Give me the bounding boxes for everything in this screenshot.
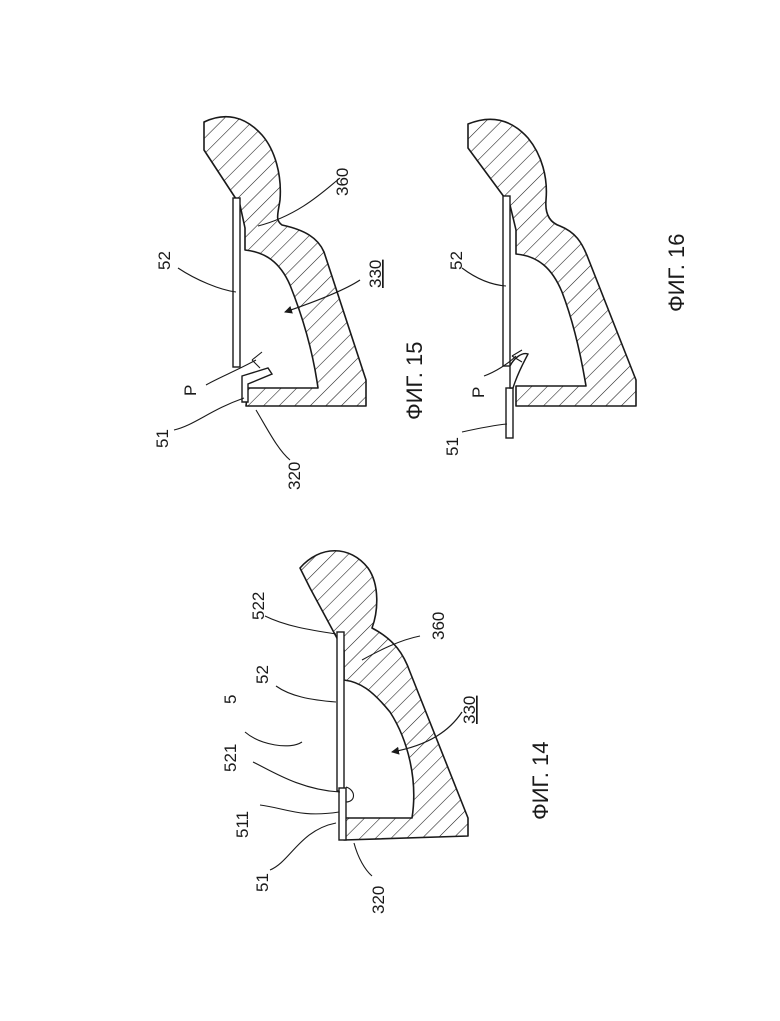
figure-14: 5 521 511 51 52 522 360 330 320 ФИГ. 14: [221, 551, 553, 914]
label-320: 320: [369, 886, 388, 914]
caption-fig-14: ФИГ. 14: [528, 742, 553, 820]
label-320: 320: [285, 462, 304, 490]
leader-51: [462, 424, 507, 432]
label-521: 521: [221, 744, 240, 772]
leader-51: [270, 823, 336, 870]
label-52: 52: [447, 251, 466, 270]
overlap-curl: [346, 787, 354, 802]
label-P: P: [181, 385, 200, 396]
housing-section: [468, 119, 636, 406]
leader-320: [354, 843, 372, 876]
figure-15: 52 360 330 P 51 320 ФИГ. 15: [153, 117, 427, 490]
label-330: 330: [366, 260, 385, 288]
leader-5: [245, 732, 302, 746]
label-330: 330: [460, 696, 479, 724]
label-P: P: [469, 387, 488, 398]
strip-52: [337, 632, 344, 791]
label-51: 51: [443, 437, 462, 456]
leader-52: [178, 268, 236, 292]
leader-511: [260, 805, 339, 814]
figure-16: 52 P 51 ФИГ. 16: [443, 119, 689, 456]
label-511: 511: [233, 811, 252, 838]
arrow-P-tip: [252, 352, 262, 368]
label-360: 360: [333, 168, 352, 196]
label-522: 522: [249, 592, 268, 620]
housing-section: [300, 551, 468, 840]
label-51: 51: [153, 429, 172, 448]
leader-52: [276, 686, 336, 702]
strip-51: [506, 388, 513, 438]
label-5: 5: [221, 695, 240, 704]
leader-52: [462, 268, 506, 286]
caption-fig-15: ФИГ. 15: [402, 342, 427, 420]
housing-section: [204, 117, 366, 406]
strip-51: [339, 788, 346, 840]
leader-521: [253, 762, 340, 792]
leader-51: [174, 398, 244, 430]
strip-52: [503, 196, 510, 366]
label-52: 52: [155, 251, 174, 270]
strip-52: [233, 198, 240, 367]
label-360: 360: [429, 612, 448, 640]
label-52: 52: [253, 665, 272, 684]
leader-320: [256, 410, 290, 460]
caption-fig-16: ФИГ. 16: [664, 234, 689, 312]
leader-522: [265, 616, 336, 634]
label-51: 51: [253, 873, 272, 892]
